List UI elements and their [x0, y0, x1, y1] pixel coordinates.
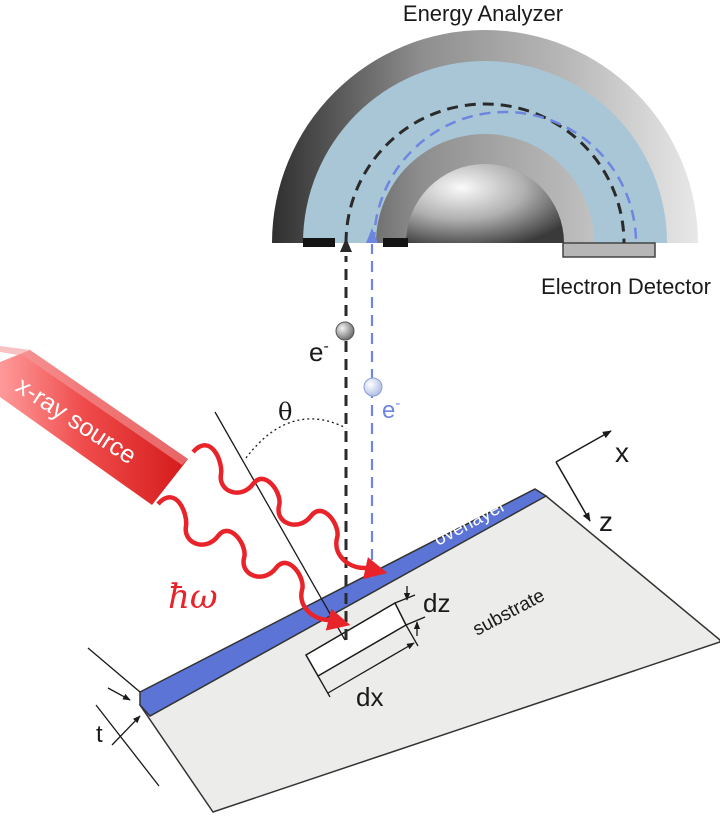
axis-x-line	[555, 430, 612, 463]
thickness-label: t	[96, 721, 103, 748]
axis-z-line	[555, 461, 591, 522]
electron-path-dark-arc	[344, 102, 626, 244]
axis-x-label: x	[615, 437, 629, 468]
electron-dark	[335, 321, 355, 341]
dx-label: dx	[356, 682, 383, 712]
axis-z-label: z	[599, 506, 613, 537]
electron-dark-label: e-	[309, 337, 329, 367]
emission-angle-arc	[245, 418, 347, 459]
coordinate-axes	[555, 430, 612, 522]
electron-detector-label: Electron Detector	[541, 274, 711, 299]
analyzer-inner-hemisphere	[406, 164, 564, 243]
electron-blue-label: e-	[382, 395, 400, 424]
overlayer	[139, 488, 548, 717]
photon-energy-label: ħω	[168, 577, 218, 617]
sample	[138, 488, 720, 813]
dx-ext-right	[405, 624, 419, 647]
electron-path-blue-arc	[372, 110, 638, 244]
photon-wave-1	[191, 443, 388, 580]
energy-analyzer	[272, 30, 698, 258]
dz-ext-bottom	[405, 616, 426, 626]
thickness-ext-top	[87, 647, 141, 693]
surface-normal-line	[214, 411, 346, 641]
xray-source	[0, 346, 188, 505]
thickness-arrow-a	[107, 687, 131, 701]
emission-angle-label: θ	[278, 398, 292, 426]
electron-path-dark-arrowhead	[340, 238, 352, 252]
dx-dimension-arrow	[327, 642, 415, 694]
analyzer-inner-channel	[303, 61, 667, 243]
entrance-slit-right	[383, 238, 408, 247]
xray-source-body	[0, 350, 188, 505]
xray-source-top-edge	[0, 346, 188, 465]
thickness-arrow-b	[111, 715, 141, 746]
electron-blue	[363, 377, 383, 397]
dimension-lines	[87, 411, 426, 787]
entrance-slit-left	[303, 238, 335, 247]
photon-wave-2	[156, 495, 351, 631]
thickness-ext-bottom	[95, 704, 160, 787]
dz-label: dz	[423, 588, 450, 618]
dx-ext-left	[317, 675, 331, 698]
electron-detector	[562, 242, 656, 258]
electron-path-blue-arrowhead	[366, 228, 378, 243]
energy-analyzer-label: Energy Analyzer	[403, 1, 563, 26]
